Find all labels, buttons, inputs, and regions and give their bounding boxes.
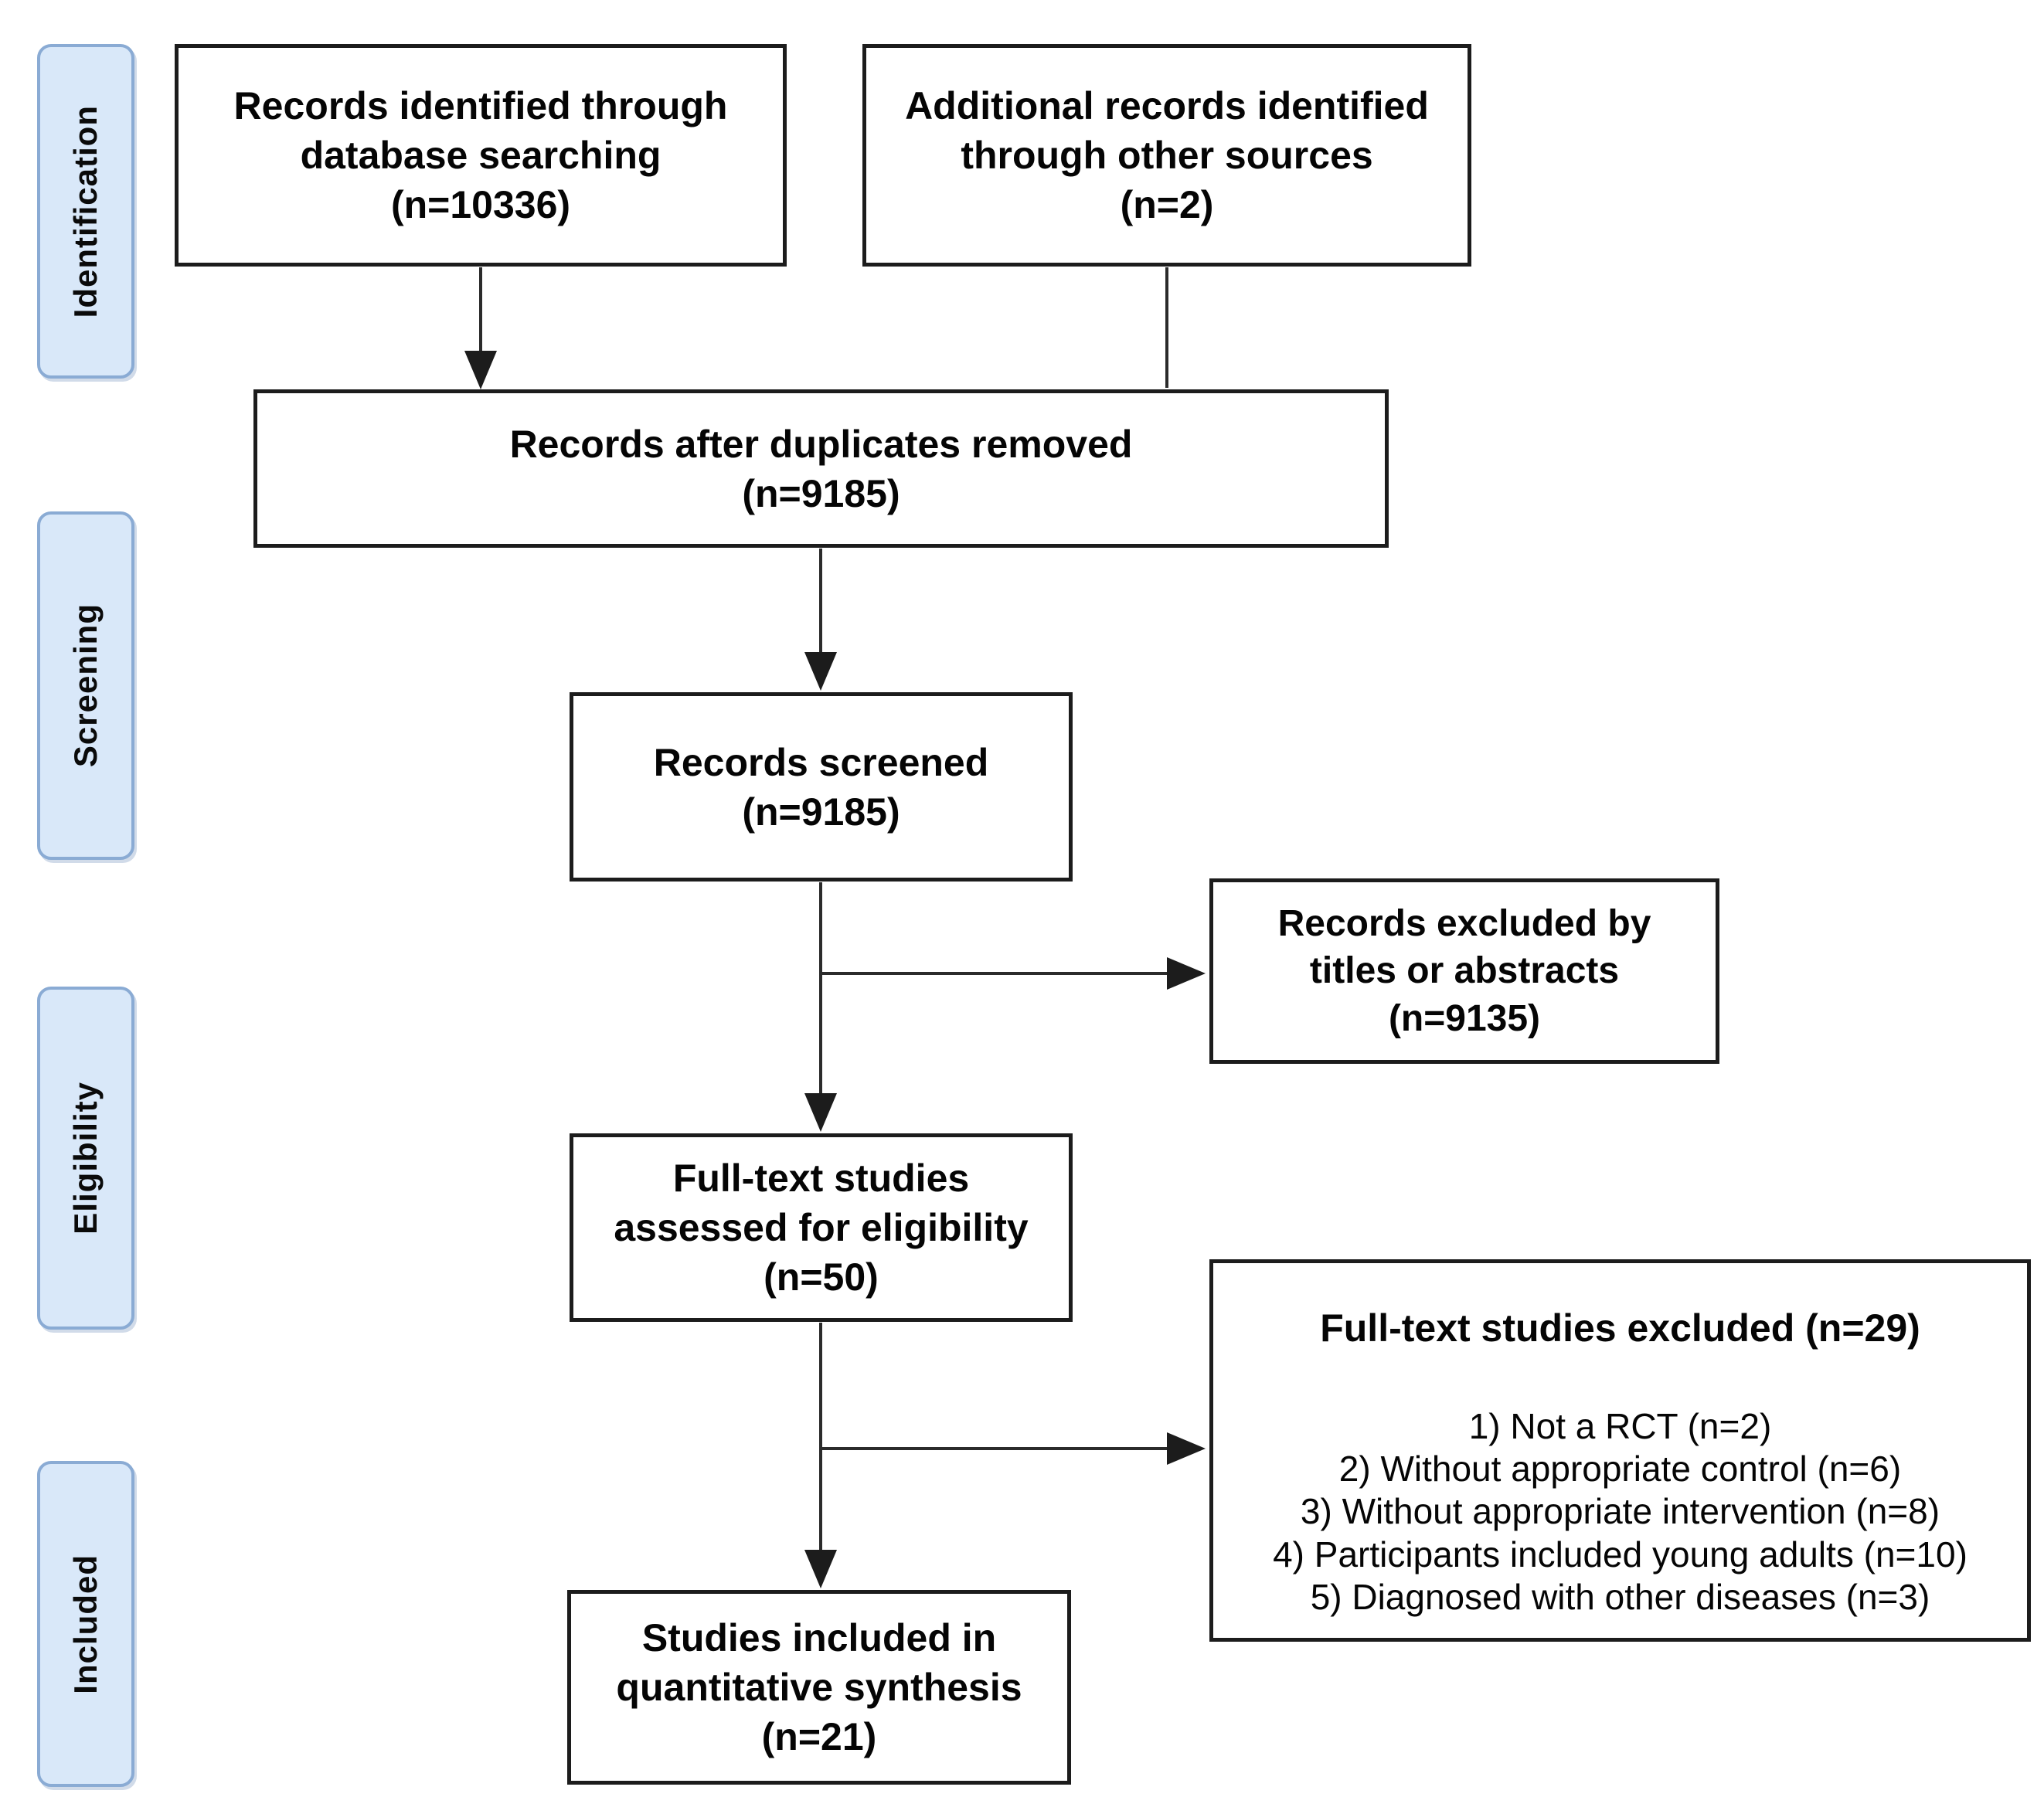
exclusion-reason-list: 1) Not a RCT (n=2) 2) Without appropriat… (1273, 1405, 1967, 1619)
stage-label-text: Identification (67, 104, 104, 318)
box-text-line: assessed for eligibility (614, 1206, 1029, 1249)
box-count: (n=10336) (390, 183, 571, 226)
box-heading: Full-text studies excluded (n=29) (1320, 1306, 1920, 1350)
box-records-after-duplicates: Records after duplicates removed (n=9185… (253, 389, 1389, 548)
box-text-line: titles or abstracts (1309, 950, 1620, 992)
stage-label-identification: Identification (37, 44, 134, 379)
box-text-line: Studies included in (641, 1616, 997, 1659)
box-text-line: Full-text studies (672, 1157, 970, 1200)
arrow-dedup-to-screened (804, 549, 837, 691)
exclusion-reason-item: 4) Participants included young adults (n… (1273, 1534, 1967, 1574)
box-studies-included: Studies included in quantitative synthes… (567, 1590, 1071, 1785)
arrow-fulltext-to-ft-excluded (821, 1432, 1206, 1465)
box-count: (n=2) (1120, 183, 1214, 226)
box-text-line: Records identified through (233, 84, 728, 127)
box-count: (n=21) (761, 1715, 877, 1758)
box-text-line: quantitative synthesis (616, 1666, 1022, 1709)
box-records-excluded-titles: Records excluded by titles or abstracts … (1209, 878, 1719, 1064)
stage-label-included: Included (37, 1461, 134, 1787)
arrow-identified-to-dedup (464, 267, 497, 389)
box-fulltext-excluded: Full-text studies excluded (n=29) 1) Not… (1209, 1259, 2031, 1642)
box-text-line: Records after duplicates removed (509, 422, 1133, 466)
stage-label-text: Screening (67, 603, 104, 768)
box-text-line: Records screened (653, 740, 989, 784)
arrow-fulltext-to-included (804, 1323, 837, 1588)
box-count: (n=9185) (742, 471, 900, 515)
box-additional-records: Additional records identified through ot… (862, 44, 1471, 267)
box-count: (n=9135) (1388, 997, 1541, 1039)
box-fulltext-assessed: Full-text studies assessed for eligibili… (570, 1133, 1073, 1322)
box-text-line: database searching (300, 134, 661, 177)
stage-label-eligibility: Eligibility (37, 987, 134, 1330)
box-count: (n=9185) (742, 790, 900, 834)
box-text-line: Records excluded by (1277, 902, 1651, 944)
box-text-line: through other sources (961, 134, 1373, 177)
box-count: (n=50) (764, 1255, 879, 1299)
arrow-screened-to-fulltext (804, 882, 837, 1132)
exclusion-reason-item: 3) Without appropriate intervention (n=8… (1300, 1491, 1940, 1532)
stage-label-screening: Screening (37, 511, 134, 860)
exclusion-reason-item: 2) Without appropriate control (n=6) (1338, 1449, 1902, 1490)
box-records-identified: Records identified through database sear… (175, 44, 787, 267)
exclusion-reason-item: 1) Not a RCT (n=2) (1468, 1406, 1772, 1446)
stage-label-text: Eligibility (67, 1082, 104, 1235)
box-records-screened: Records screened (n=9185) (570, 692, 1073, 882)
stage-label-text: Included (67, 1554, 104, 1694)
box-text-line: Additional records identified (905, 84, 1429, 127)
arrow-screened-to-excluded-titles (821, 957, 1206, 990)
exclusion-reason-item: 5) Diagnosed with other diseases (n=3) (1310, 1576, 1930, 1617)
